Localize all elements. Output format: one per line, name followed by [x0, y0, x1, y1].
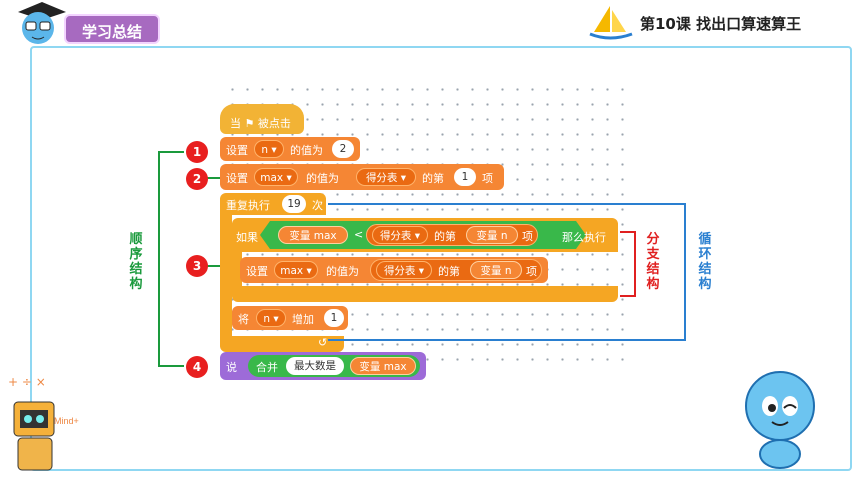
blue-mascot-icon — [745, 371, 815, 469]
say-label: 说 — [226, 361, 237, 374]
times-label: 次 — [312, 199, 323, 212]
top-bar: 学习总结 第10课 找出口算速算王 — [0, 0, 860, 46]
change-label: 将 — [238, 313, 249, 326]
var-dropdown-n[interactable]: n ▾ — [254, 140, 284, 158]
increment-input[interactable]: 1 — [324, 309, 344, 327]
n-variable-reporter[interactable]: 变量 n — [470, 261, 522, 279]
var-dropdown-max[interactable]: max ▾ — [274, 261, 318, 279]
repeat-block[interactable]: 重复执行 19 次 — [220, 193, 326, 215]
index-input[interactable]: 1 — [454, 168, 476, 186]
svg-text:+ ÷ ×: + ÷ × — [8, 375, 46, 389]
max-variable-reporter[interactable]: 变量 max — [278, 226, 348, 244]
set-n-block[interactable]: 设置 n ▾ 的值为 2 — [220, 137, 360, 161]
when-flag-clicked-block[interactable]: 当 ⚑ 被点击 — [220, 104, 304, 134]
sequence-connector — [198, 177, 220, 179]
item-label: 项 — [522, 230, 533, 243]
max-variable-reporter[interactable]: 变量 max — [350, 357, 416, 375]
set-label: 设置 — [226, 172, 248, 185]
of-label: 的第 — [434, 230, 456, 243]
lesson-title: 第10课 找出口算速算王 — [640, 15, 802, 33]
step-marker-3: 3 — [186, 255, 208, 277]
if-block-arm — [232, 250, 242, 288]
set-label: 设置 — [246, 265, 268, 278]
then-label: 那么执行 — [562, 231, 606, 244]
of-label: 的第 — [422, 172, 444, 185]
if-block-bottom — [232, 286, 618, 302]
to-label: 的值为 — [306, 172, 339, 185]
value-input[interactable]: 2 — [332, 140, 354, 158]
branch-bracket — [620, 231, 636, 297]
hat-label: 当 ⚑ 被点击 — [230, 117, 291, 130]
of-label: 的第 — [438, 265, 460, 278]
say-block[interactable]: 说 合并 最大数是 变量 max — [220, 352, 426, 380]
sailboat-icon — [589, 6, 633, 40]
loop-arrow-icon: ↺ — [318, 336, 328, 349]
sequence-bracket — [158, 151, 184, 367]
to-label: 的值为 — [290, 144, 323, 157]
by-label: 增加 — [292, 313, 314, 326]
text-input[interactable]: 最大数是 — [286, 357, 344, 375]
set-max-block[interactable]: 设置 max ▾ 的值为 得分表 ▾ 的第 1 项 — [220, 164, 504, 190]
change-n-block[interactable]: 将 n ▾ 增加 1 — [232, 306, 348, 330]
to-label: 的值为 — [326, 265, 359, 278]
n-variable-reporter[interactable]: 变量 n — [466, 226, 518, 244]
list-dropdown[interactable]: 得分表 ▾ — [356, 168, 416, 186]
list-dropdown[interactable]: 得分表 ▾ — [376, 261, 432, 279]
repeat-block-arm — [220, 214, 232, 338]
sequence-structure-label: 顺序结构 — [129, 232, 143, 292]
robot-mascot-icon: + ÷ × Mind+ — [8, 375, 79, 471]
repeat-block-bottom: ↺ — [220, 336, 344, 352]
branch-structure-label: 分支结构 — [646, 232, 660, 292]
step-marker-2: 2 — [186, 168, 208, 190]
if-then-block[interactable]: 如果 变量 max < 得分表 ▾ 的第 变量 n 项 那么执行 — [232, 218, 618, 252]
mascot-graduate-icon — [18, 2, 66, 44]
repeat-count-input[interactable]: 19 — [282, 195, 306, 213]
step-marker-1: 1 — [186, 141, 208, 163]
loop-structure-label: 循环结构 — [698, 232, 712, 292]
item-label: 项 — [526, 265, 537, 278]
svg-text:Mind+: Mind+ — [54, 416, 79, 426]
set-label: 设置 — [226, 144, 248, 157]
list-dropdown[interactable]: 得分表 ▾ — [372, 226, 428, 244]
item-label: 项 — [482, 172, 493, 185]
less-than-symbol: < — [354, 228, 364, 241]
var-dropdown-n[interactable]: n ▾ — [256, 309, 286, 327]
set-max-inner-block[interactable]: 设置 max ▾ 的值为 得分表 ▾ 的第 变量 n 项 — [240, 257, 548, 283]
step-marker-4: 4 — [186, 356, 208, 378]
sequence-connector — [198, 265, 220, 267]
join-label: 合并 — [256, 361, 278, 374]
if-label: 如果 — [236, 231, 258, 244]
section-tag: 学习总结 — [64, 14, 160, 44]
repeat-label: 重复执行 — [226, 199, 270, 212]
var-dropdown-max[interactable]: max ▾ — [254, 168, 298, 186]
loop-bracket — [328, 203, 686, 341]
